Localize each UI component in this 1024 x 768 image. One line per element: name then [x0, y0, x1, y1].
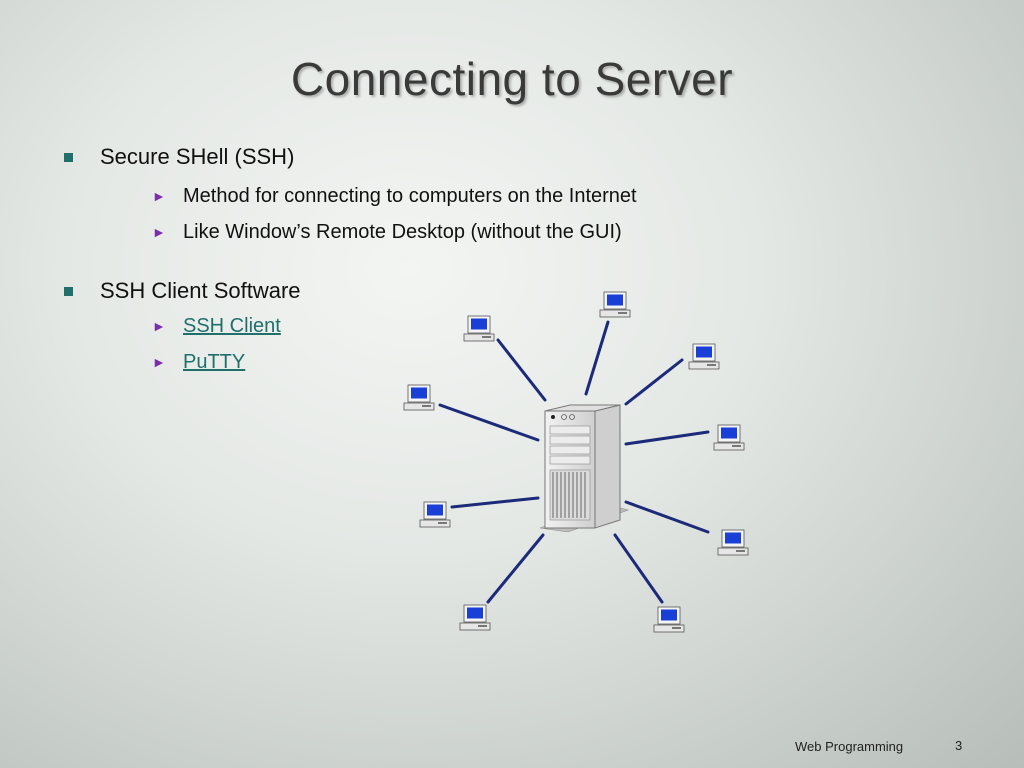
triangle-bullet-icon: ► — [152, 354, 166, 370]
page-number: 3 — [955, 738, 963, 753]
slide-title: Connecting to Server — [290, 53, 734, 105]
triangle-bullet-icon: ► — [152, 224, 166, 240]
triangle-bullet-icon: ► — [152, 318, 166, 334]
ssh-client-link[interactable]: SSH Client — [183, 315, 281, 337]
server-tower-icon — [539, 404, 630, 533]
sub-bullet-text: Like Window’s Remote Desktop (without th… — [183, 221, 622, 243]
sub-bullet-item: ► Method for connecting to computers on … — [100, 178, 782, 214]
sub-bullet-item: ► SSH Client — [100, 308, 782, 344]
triangle-bullet-icon: ► — [152, 188, 166, 204]
bullet-ssh-client-software: SSH Client Software ► SSH Client ► PuTTY — [62, 276, 782, 380]
sub-bullet-item: ► Like Window’s Remote Desktop (without … — [100, 214, 782, 250]
sub-bullet-item: ► PuTTY — [100, 344, 782, 380]
sub-bullet-text: Method for connecting to computers on th… — [183, 185, 637, 207]
bullet-list: Secure SHell (SSH) ► Method for connecti… — [62, 142, 782, 380]
connection-lines — [438, 320, 710, 604]
bullet-ssh: Secure SHell (SSH) ► Method for connecti… — [62, 142, 782, 250]
bullet-text: SSH Client Software — [100, 278, 301, 303]
putty-link[interactable]: PuTTY — [183, 351, 246, 373]
sub-bullet-list: ► Method for connecting to computers on … — [100, 178, 782, 250]
square-bullet-icon — [64, 287, 73, 296]
network-diagram — [403, 291, 749, 633]
sub-bullet-list: ► SSH Client ► PuTTY — [100, 308, 782, 380]
footer-course: Web Programming — [795, 739, 904, 754]
square-bullet-icon — [64, 153, 73, 162]
bullet-text: Secure SHell (SSH) — [100, 144, 295, 169]
